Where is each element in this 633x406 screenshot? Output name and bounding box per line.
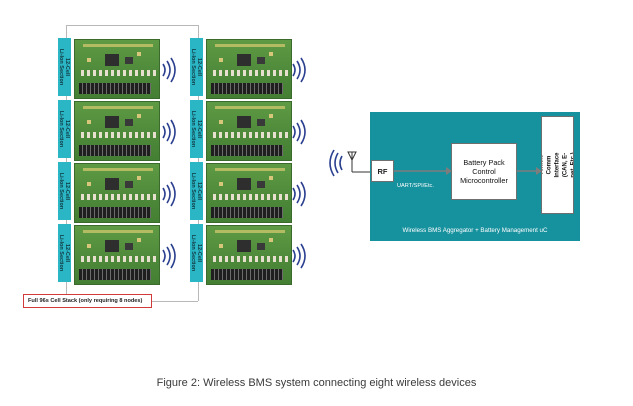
- wireless-waves-icon: [292, 119, 306, 145]
- microcontroller-box: Battery Pack Control Microcontroller: [451, 143, 517, 200]
- stack-wire-bottom: [152, 301, 198, 302]
- bms-node-board: [74, 101, 160, 161]
- wireless-waves-icon: [162, 119, 176, 145]
- stack-wire-top: [66, 25, 198, 26]
- wireless-waves-icon: [292, 243, 306, 269]
- arrow-icon: [517, 167, 542, 175]
- wireless-waves-icon: [292, 57, 306, 83]
- wireless-waves-icon: [162, 57, 176, 83]
- aggregator-caption: Wireless BMS Aggregator + Battery Manage…: [402, 227, 548, 234]
- bms-node-board: [74, 225, 160, 285]
- bms-node-board: [74, 163, 160, 223]
- cell-stack-box: Full 96s Cell Stack (only requiring 8 no…: [23, 294, 152, 308]
- figure-caption: Figure 2: Wireless BMS system connecting…: [156, 377, 477, 389]
- bms-node-board: [74, 39, 160, 99]
- rf-box: RF: [371, 160, 394, 182]
- rf-label: RF: [377, 166, 388, 176]
- antenna-icon: [347, 151, 371, 173]
- arrow-icon: [394, 167, 452, 175]
- bms-node-board: [206, 225, 292, 285]
- wireless-waves-icon: [162, 243, 176, 269]
- vehicle-interface-box: Vehicle Comm Interface (CAN, E-net, Etc.…: [541, 116, 574, 214]
- wireless-waves-icon: [292, 181, 306, 207]
- bus-label: UART/SPI/Etc.: [397, 183, 434, 189]
- cell-stack-label: Full 96s Cell Stack (only requiring 8 no…: [28, 298, 143, 304]
- bms-node-board: [206, 163, 292, 223]
- microcontroller-label: Battery Pack Control Microcontroller: [460, 158, 508, 185]
- bms-node-board: [206, 39, 292, 99]
- vehicle-interface-label: Vehicle Comm Interface (CAN, E-net, Etc.…: [541, 152, 574, 178]
- bms-node-board: [206, 101, 292, 161]
- wireless-waves-icon: [162, 181, 176, 207]
- wireless-waves-icon: [329, 149, 343, 177]
